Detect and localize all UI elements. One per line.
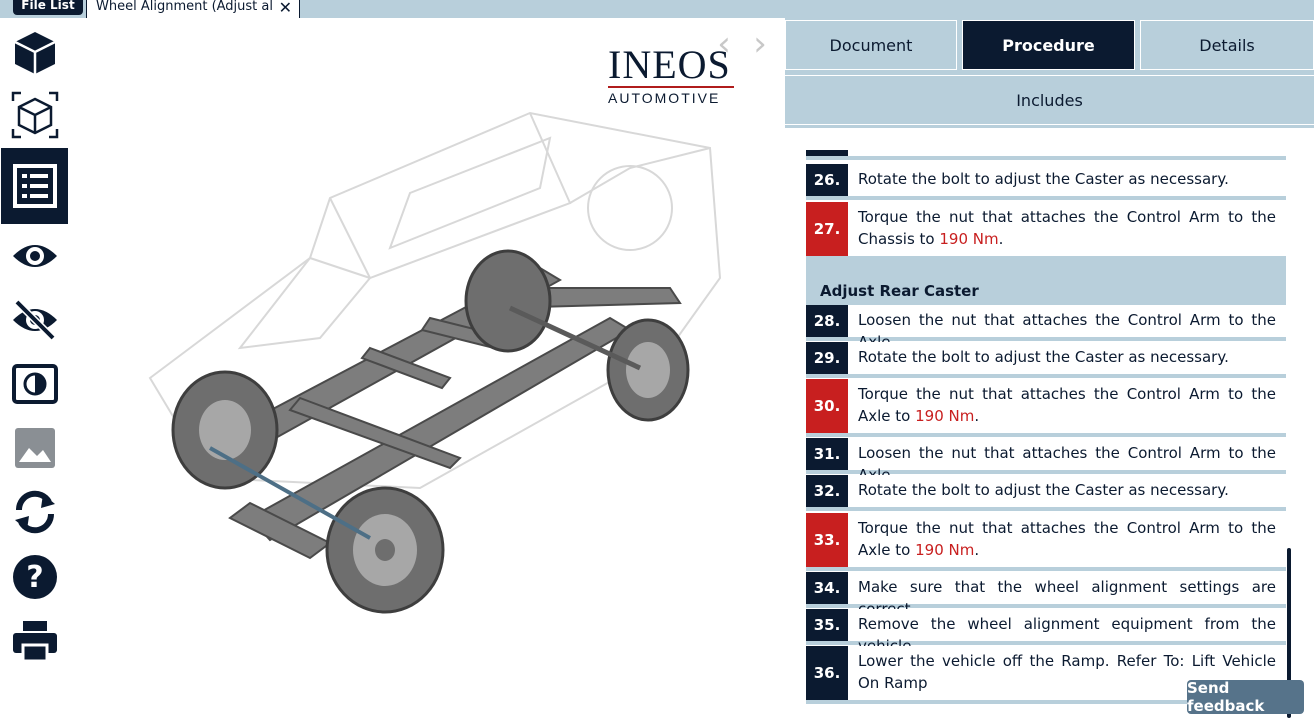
chevron-right-icon[interactable]: › [753,24,767,64]
list-item: 34. Make sure that the wheel alignment s… [806,572,1286,618]
scrollbar[interactable] [1287,548,1291,718]
step-number: 31. [806,438,848,470]
step-text: Rotate the bolt to adjust the Caster as … [858,481,1229,499]
list-item: 32. Rotate the bolt to adjust the Caster… [806,475,1286,511]
document-tab-label: Wheel Alignment (Adjust al [96,0,272,14]
contrast-button[interactable] [1,353,68,415]
step-text: Remove the wheel alignment equipment fro… [858,615,1276,655]
ineos-logo: INEOS AUTOMOTIVE [608,45,734,106]
step-text: Torque the nut that attaches the Control… [858,385,1276,425]
step-text: Rotate the bolt to adjust the Caster as … [858,348,1229,366]
step-number: 34. [806,572,848,604]
step-number: 33. [806,513,848,567]
show-button[interactable] [1,225,68,287]
cube-button[interactable] [1,22,68,84]
left-toolbar: ? [0,18,70,725]
eye-icon [12,245,57,267]
step-number: 27. [806,202,848,256]
reset-button[interactable] [1,481,68,543]
cube-frame-button[interactable] [1,84,68,146]
step-number: 30. [806,379,848,433]
step-number: 32. [806,475,848,507]
procedure-panel: Document Procedure Details Includes 26. … [785,18,1314,725]
step-text: Make sure that the wheel alignment setti… [858,578,1276,618]
step-number: 35. [806,609,848,641]
torque-value: 190 Nm [939,230,999,248]
list-item: 27. Torque the nut that attaches the Con… [806,202,1286,260]
view-nav: ‹ › [706,24,778,64]
torque-value: 190 Nm [915,407,975,425]
list-item [806,150,1286,160]
list-item: 30. Torque the nut that attaches the Con… [806,379,1286,437]
document-tab-bar: File List Wheel Alignment (Adjust al ✕ [0,0,1314,18]
contrast-icon [11,364,58,404]
step-text: Lower the vehicle off the Ramp. Refer To… [858,652,1276,692]
tab-details[interactable]: Details [1140,20,1314,70]
eye-off-icon [12,299,57,341]
image-icon [14,428,55,468]
cube-icon [13,32,56,74]
section-heading: Adjust Rear Caster [806,258,1286,306]
includes-button[interactable]: Includes [785,75,1314,125]
tab-procedure[interactable]: Procedure [962,20,1135,70]
image-button[interactable] [1,417,68,479]
print-icon [12,621,57,663]
list-item: 28. Loosen the nut that attaches the Con… [806,305,1286,351]
list-item: 31. Loosen the nut that attaches the Con… [806,438,1286,484]
step-text: Loosen the nut that attaches the Control… [858,444,1276,484]
list-item: 29. Rotate the bolt to adjust the Caster… [806,342,1286,378]
list-item: 26. Rotate the bolt to adjust the Caster… [806,164,1286,200]
chevron-left-icon[interactable]: ‹ [717,24,731,64]
vehicle-chassis-model[interactable] [70,18,785,725]
close-tab-icon[interactable]: ✕ [278,0,292,17]
print-button[interactable] [1,610,68,672]
step-text: Rotate the bolt to adjust the Caster as … [858,170,1229,188]
step-number: 29. [806,342,848,374]
procedure-step-list[interactable]: 26. Rotate the bolt to adjust the Caster… [785,128,1314,725]
list-item: 35. Remove the wheel alignment equipment… [806,609,1286,655]
step-text: Loosen the nut that attaches the Control… [858,311,1276,351]
send-feedback-button[interactable]: Send feedback [1187,679,1304,715]
file-list-tab[interactable]: File List [13,0,83,15]
step-number: 36. [806,646,848,700]
step-number: 28. [806,305,848,337]
list-icon [12,164,57,208]
3d-viewer[interactable]: INEOS AUTOMOTIVE ‹ › [70,18,785,725]
hide-button[interactable] [1,289,68,351]
procedure-list-button[interactable] [1,148,68,224]
help-button[interactable]: ? [1,546,68,608]
svg-text:?: ? [26,560,43,595]
torque-value: 190 Nm [915,541,975,559]
list-item: 33. Torque the nut that attaches the Con… [806,513,1286,571]
step-number: 26. [806,164,848,196]
step-text: Torque the nut that attaches the Control… [858,519,1276,559]
refresh-icon [14,490,55,534]
step-text: Torque the nut that attaches the Control… [858,208,1276,248]
tab-document[interactable]: Document [785,20,957,70]
document-tab[interactable]: Wheel Alignment (Adjust al ✕ [86,0,300,18]
cube-frame-icon [11,91,58,139]
help-icon: ? [12,555,57,599]
